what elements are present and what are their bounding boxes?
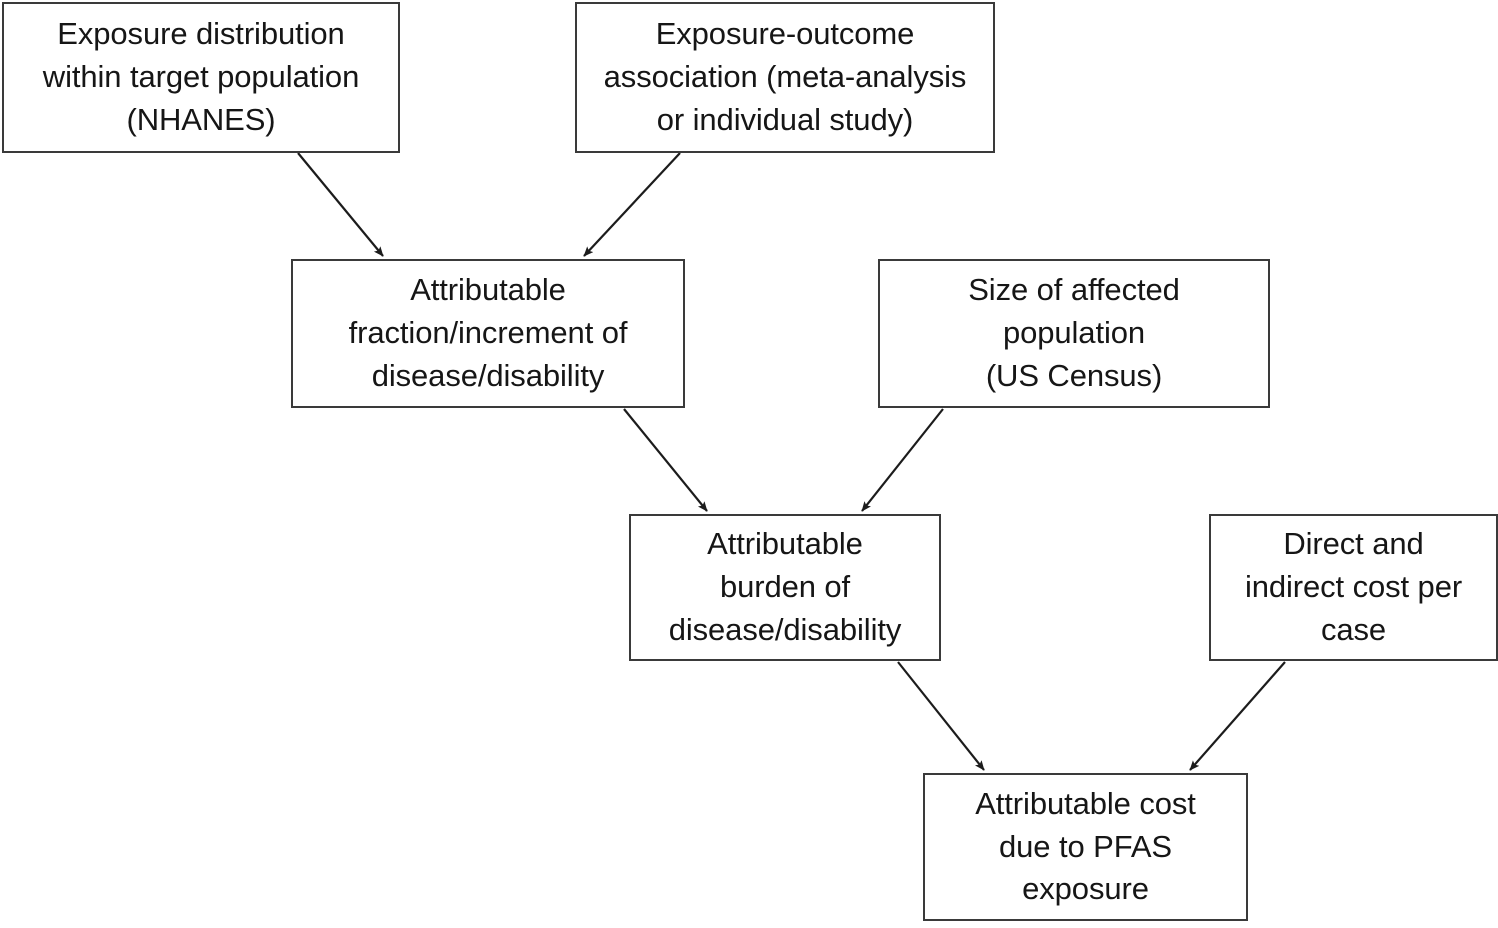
node-label-attributable-burden: Attributable burden of disease/disabilit…: [668, 526, 902, 647]
edge-exposure-outcome-to-attributable-fraction: [583, 152, 681, 257]
node-attributable-burden[interactable]: Attributable burden of disease/disabilit…: [629, 514, 941, 661]
node-attributable-cost[interactable]: Attributable cost due to PFAS exposure: [923, 773, 1248, 921]
node-exposure-outcome-association[interactable]: Exposure-outcome association (meta-analy…: [575, 2, 995, 153]
node-attributable-fraction[interactable]: Attributable fraction/increment of disea…: [291, 259, 685, 408]
edge-cost-per-case-to-cost: [1189, 661, 1286, 771]
node-label-attributable-cost: Attributable cost due to PFAS exposure: [975, 785, 1196, 907]
edge-exposure-distribution-to-attributable-fraction: [297, 152, 384, 257]
node-label-exposure-outcome-association: Exposure-outcome association (meta-analy…: [603, 16, 967, 137]
edge-population-to-burden: [861, 408, 944, 512]
node-label-size-of-affected-population: Size of affected population (US Census): [968, 272, 1180, 393]
node-label-direct-indirect-cost: Direct and indirect cost per case: [1244, 526, 1463, 647]
edge-attributable-fraction-to-burden: [623, 408, 708, 512]
node-exposure-distribution[interactable]: Exposure distribution within target popu…: [2, 2, 400, 153]
node-label-attributable-fraction: Attributable fraction/increment of disea…: [348, 272, 628, 393]
node-direct-indirect-cost[interactable]: Direct and indirect cost per case: [1209, 514, 1498, 661]
node-size-of-affected-population[interactable]: Size of affected population (US Census): [878, 259, 1270, 408]
edge-burden-to-cost: [897, 661, 985, 771]
node-label-exposure-distribution: Exposure distribution within target popu…: [42, 16, 360, 137]
